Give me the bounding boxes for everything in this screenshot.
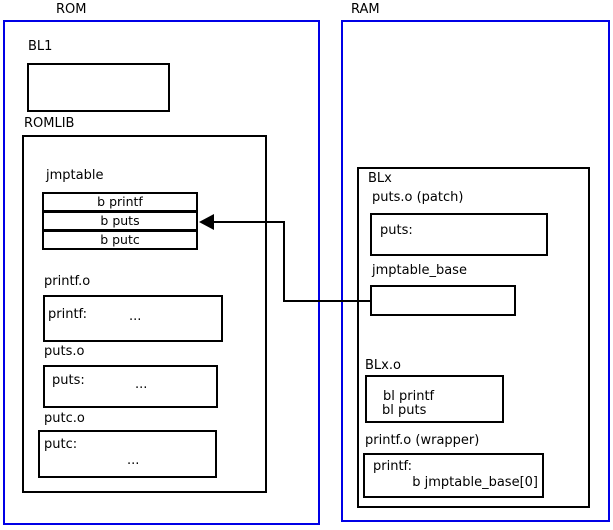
printf-wrapper-label: printf.o (wrapper) (365, 433, 480, 448)
putc-body-ellipsis: ... (127, 453, 140, 468)
jmptable-base-label: jmptable_base (372, 263, 467, 278)
putc-symbol: putc: (44, 437, 78, 452)
romlib-label: ROMLIB (24, 116, 75, 131)
printf-wrapper-box: printf: b jmptable_base[0] (363, 453, 544, 498)
jmptable-label: jmptable (46, 168, 104, 183)
printf-wrapper-instruction: b jmptable_base[0] (412, 475, 538, 490)
putc-obj-label: putc.o (44, 411, 85, 426)
puts-body-ellipsis: ... (135, 377, 148, 392)
blx-instruction-bl-printf: bl printf (383, 389, 435, 404)
printf-wrapper-symbol: printf: (373, 459, 413, 474)
printf-obj-label: printf.o (44, 274, 91, 289)
jmptable-entry-puts: b puts (42, 211, 198, 231)
blx-label: BLx (368, 171, 392, 186)
blx-obj-box: bl printf bl puts (365, 375, 504, 423)
ram-region-label: RAM (351, 2, 380, 17)
putc-obj-box: putc: ... (38, 430, 217, 478)
rom-region-label: ROM (56, 2, 87, 17)
blx-instruction-bl-puts: bl puts (382, 403, 427, 418)
puts-patch-symbol: puts: (380, 223, 413, 238)
printf-symbol: printf: (48, 307, 88, 322)
jmptable-entry-putc: b putc (42, 230, 198, 250)
printf-body-ellipsis: ... (129, 309, 142, 324)
puts-patch-box: puts: (370, 213, 548, 256)
bl1-box (27, 63, 170, 112)
puts-obj-box: puts: ... (43, 365, 218, 408)
blx-obj-label: BLx.o (365, 358, 401, 373)
puts-patch-label: puts.o (patch) (372, 190, 464, 205)
jmptable-base-box (370, 285, 516, 316)
puts-symbol: puts: (52, 373, 85, 388)
printf-obj-box: printf: ... (43, 295, 223, 342)
jmptable-entry-printf: b printf (42, 192, 198, 212)
bl1-label: BL1 (28, 39, 53, 54)
puts-obj-label: puts.o (44, 344, 85, 359)
